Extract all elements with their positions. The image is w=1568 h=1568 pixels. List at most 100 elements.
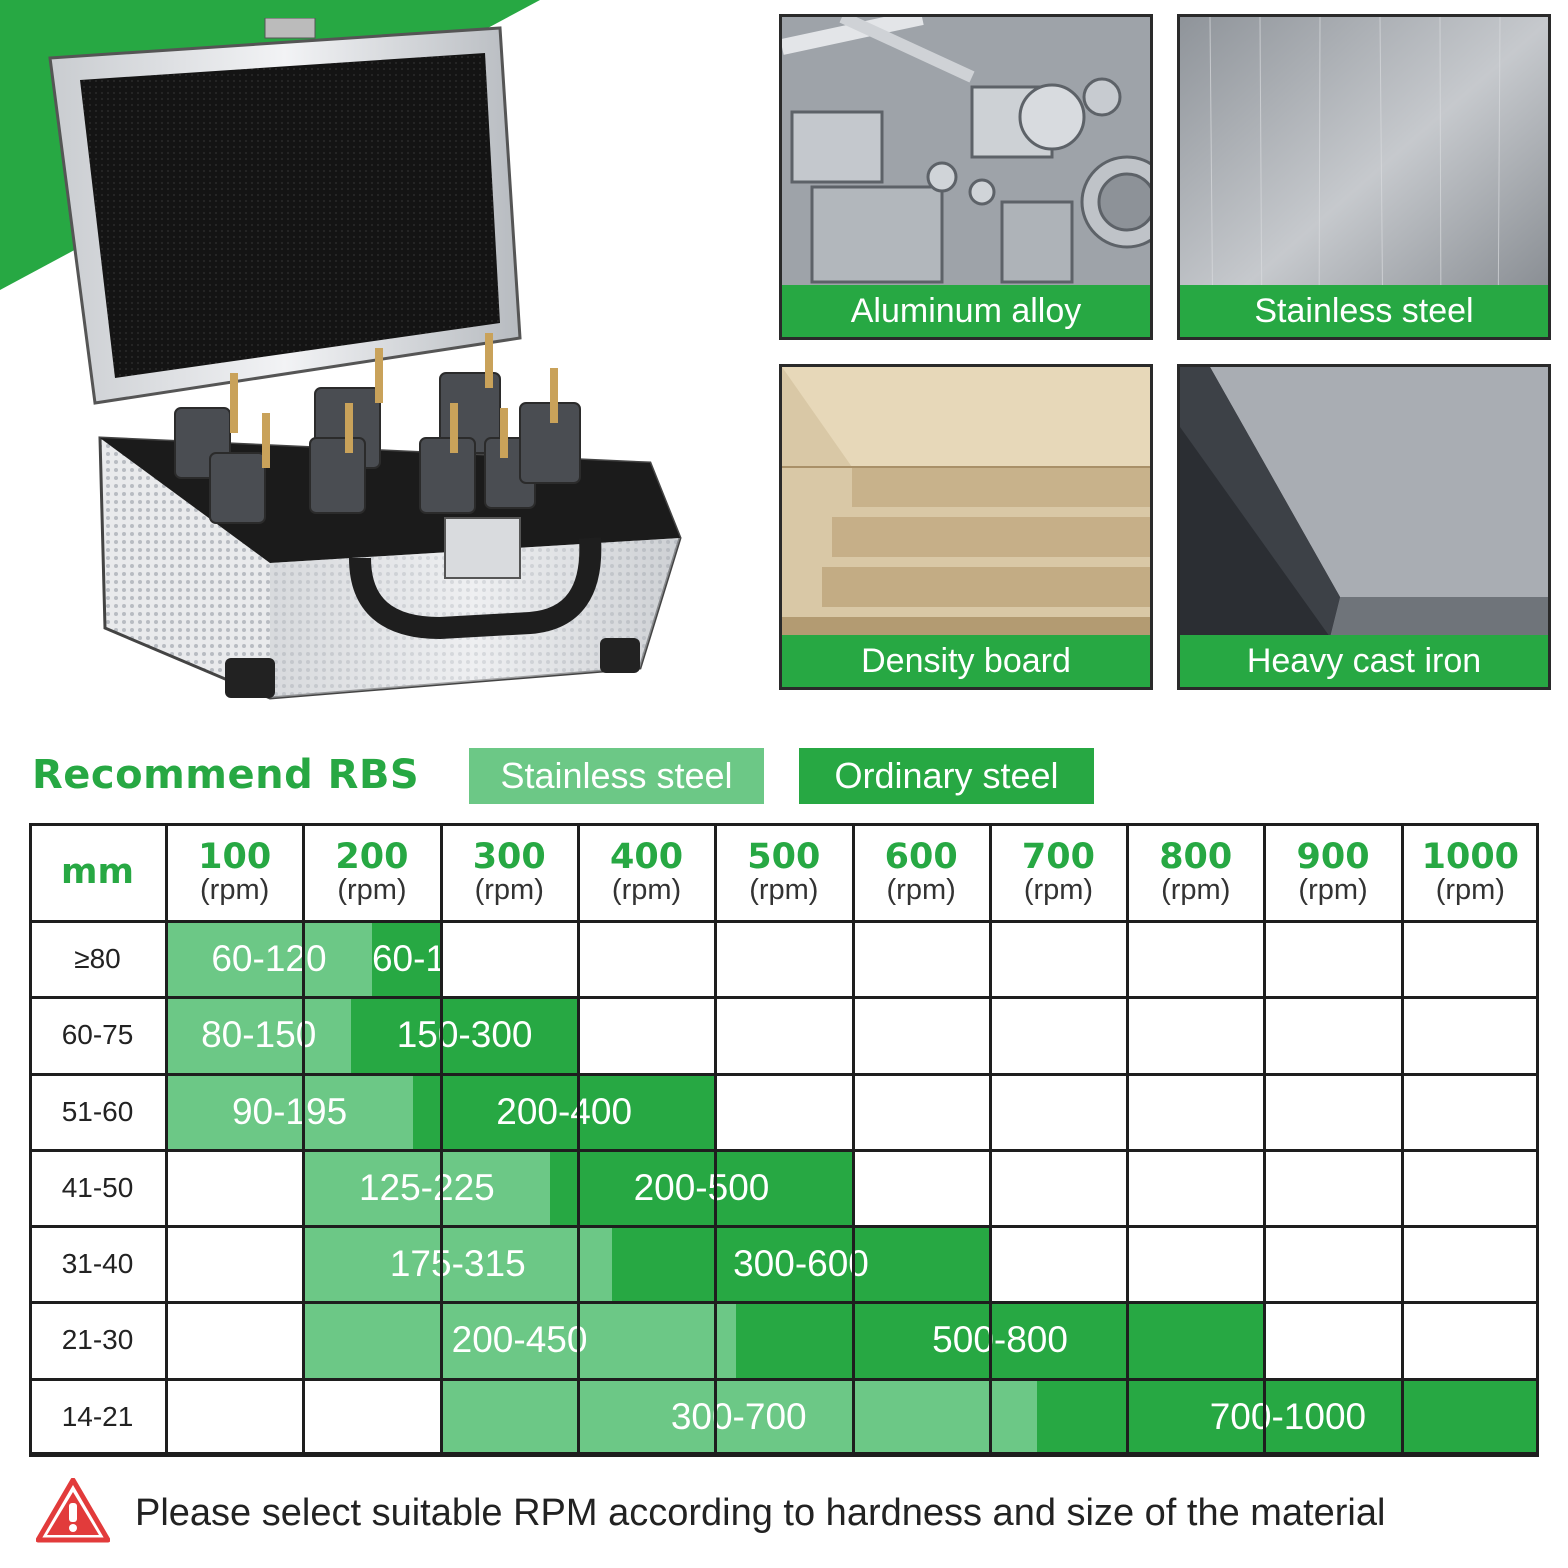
band-label-stainless: 300-700 [670, 1395, 807, 1437]
material-label: Aluminum alloy [782, 285, 1150, 337]
band-label-ordinary: 150-300 [396, 1014, 533, 1056]
band-label-ordinary: 200-500 [633, 1166, 770, 1208]
grid-line-vertical [1400, 823, 1404, 1455]
grid-line-horizontal [29, 996, 1539, 1000]
row-header-mm: mm [61, 852, 134, 892]
column-header-value: 600 [884, 837, 958, 877]
column-header-unit: (rpm) [1023, 874, 1094, 906]
band-label-ordinary: 700-1000 [1209, 1395, 1367, 1437]
band-label-stainless: 60-120 [211, 938, 327, 979]
legend-stainless-steel: Stainless steel [469, 748, 764, 804]
column-header-unit: (rpm) [1435, 874, 1505, 906]
grid-line-horizontal [29, 1301, 1539, 1305]
column-header-unit: (rpm) [1298, 874, 1368, 906]
band-stainless [166, 921, 372, 998]
band-label-ordinary: 300-600 [733, 1243, 869, 1285]
grid-line-vertical [988, 823, 992, 1455]
column-header-unit: (rpm) [200, 874, 270, 906]
grid-line-horizontal [29, 1225, 1539, 1229]
column-header-100: 100(rpm) [166, 823, 303, 921]
row-label: 31-40 [61, 1248, 134, 1280]
band-stainless [303, 1149, 551, 1227]
row-label: 21-30 [61, 1324, 134, 1356]
band-stainless [166, 1073, 414, 1150]
cast-iron-image [1180, 367, 1548, 687]
grid-line-vertical [439, 823, 443, 1455]
column-header-1000: 1000(rpm) [1402, 823, 1539, 921]
column-header-unit: (rpm) [1161, 874, 1231, 906]
band-label-stainless: 200-450 [451, 1319, 588, 1361]
column-header-value: 400 [610, 837, 684, 877]
column-header-value: 300 [472, 837, 546, 877]
grid-line-horizontal [29, 823, 1539, 826]
material-tile-density-board: Density board [779, 364, 1153, 690]
grid-line-horizontal [29, 1452, 1539, 1455]
column-header-value: 800 [1159, 837, 1233, 877]
row-label: 60-75 [61, 1019, 134, 1051]
column-header-800: 800(rpm) [1127, 823, 1264, 921]
band-label-ordinary: 200-400 [496, 1090, 633, 1132]
band-ordinary [1036, 1378, 1539, 1455]
material-label: Heavy cast iron [1180, 635, 1548, 687]
column-header-500: 500(rpm) [715, 823, 852, 921]
band-ordinary [735, 1302, 1265, 1379]
column-header-value: 100 [198, 837, 272, 877]
band-stainless [166, 997, 352, 1074]
band-stainless [303, 1226, 613, 1303]
material-tile-aluminum: Aluminum alloy [779, 14, 1153, 340]
legend-ordinary-steel: Ordinary steel [799, 748, 1094, 804]
band-label-stainless: 90-195 [231, 1090, 348, 1132]
column-header-200: 200(rpm) [303, 823, 440, 921]
band-ordinary [413, 1073, 716, 1150]
column-header-value: 900 [1296, 837, 1370, 877]
grid-line-horizontal [29, 1377, 1539, 1381]
chart-title: Recommend RBS [32, 752, 420, 798]
grid-line-vertical [714, 823, 718, 1455]
row-label: 14-21 [61, 1400, 134, 1432]
band-label-ordinary: 60-120 [371, 938, 488, 979]
column-header-value: 200 [335, 837, 409, 877]
grid-line-vertical [29, 823, 32, 1455]
band-label-stainless: 80-150 [201, 1014, 317, 1056]
grid-line-horizontal [29, 1148, 1539, 1152]
band-ordinary [371, 921, 441, 998]
grid-line-vertical [165, 823, 168, 1455]
material-label: Stainless steel [1180, 285, 1548, 337]
band-ordinary [612, 1226, 990, 1303]
grid-line-horizontal [29, 1454, 1539, 1457]
material-tile-stainless: Stainless steel [1177, 14, 1551, 340]
band-ordinary [550, 1149, 853, 1227]
material-label: Density board [782, 635, 1150, 687]
column-header-600: 600(rpm) [853, 823, 990, 921]
column-header-unit: (rpm) [749, 874, 819, 906]
row-label: ≥80 [74, 943, 121, 974]
band-label-ordinary: 500-800 [932, 1319, 1068, 1361]
band-ordinary [351, 997, 578, 1074]
band-label-stainless: 175-315 [389, 1243, 526, 1285]
column-header-unit: (rpm) [611, 874, 682, 906]
grid-line-vertical [1263, 823, 1267, 1455]
grid-line-horizontal [29, 1072, 1539, 1076]
column-header-700: 700(rpm) [990, 823, 1127, 921]
aluminum-profiles-image [782, 17, 1150, 337]
tool-case-image [48, 18, 682, 700]
row-label: 51-60 [61, 1095, 134, 1127]
column-header-unit: (rpm) [886, 874, 956, 906]
brushed-steel-image [1180, 17, 1548, 337]
density-board-image [782, 367, 1150, 687]
band-stainless [303, 1302, 736, 1379]
grid-line-vertical [302, 823, 306, 1455]
grid-line-vertical [1536, 823, 1539, 1455]
column-header-unit: (rpm) [474, 874, 544, 906]
material-tile-cast-iron: Heavy cast iron [1177, 364, 1551, 690]
grid-line-vertical [576, 823, 580, 1455]
row-label: 41-50 [61, 1171, 134, 1203]
column-header-value: 1000 [1421, 837, 1520, 877]
footer-note: Please select suitable RPM according to … [135, 1492, 1386, 1534]
column-header-value: 700 [1021, 837, 1095, 877]
column-header-value: 500 [747, 837, 821, 877]
column-header-900: 900(rpm) [1264, 823, 1401, 921]
band-stainless [440, 1378, 1037, 1455]
grid-line-vertical [1126, 823, 1130, 1455]
